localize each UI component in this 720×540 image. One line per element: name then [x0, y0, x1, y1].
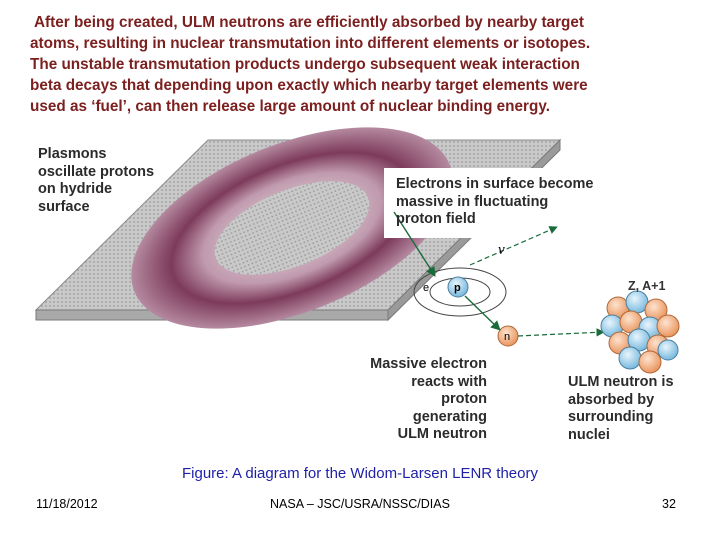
footer-org: NASA – JSC/USRA/NSSC/DIAS [270, 497, 450, 511]
intro-line: used as ‘fuel’, can then release large a… [30, 98, 550, 115]
electron-proton-pair [413, 267, 507, 317]
process-arrows [393, 211, 605, 337]
massive-electron-line: proton [441, 391, 487, 407]
ulm-absorbed-line: absorbed by [568, 391, 655, 408]
ulm-absorbed-line: nuclei [568, 426, 610, 443]
intro-paragraph: After being created, ULM neutrons are ef… [30, 12, 700, 117]
electron-symbol: e [423, 282, 429, 294]
ulm-absorbed-label: ULM neutron is absorbed by surrounding n… [568, 374, 674, 444]
plasmon-ring [131, 127, 453, 329]
footer-page-number: 32 [662, 497, 676, 511]
ulm-absorbed-line: ULM neutron is [568, 374, 674, 390]
plasmons-line: surface [38, 198, 90, 215]
plasmons-line: oscillate protons [38, 163, 155, 180]
electrons-label-box [384, 168, 580, 238]
figure-caption: Figure: A diagram for the Widom-Larsen L… [182, 465, 538, 482]
footer-date: 11/18/2012 [36, 497, 98, 511]
intro-line: atoms, resulting in nuclear transmutatio… [30, 35, 591, 52]
intro-line: beta decays that depending upon exactly … [30, 77, 588, 94]
plasmons-line: on hydride [38, 181, 113, 197]
electrons-line: massive in fluctuating [396, 193, 549, 210]
electrons-line: proton field [396, 211, 476, 227]
nucleus-label: Z, A+1 [628, 279, 665, 293]
massive-electron-line: generating [412, 408, 487, 425]
massive-electron-line: reacts with [411, 373, 487, 390]
ulm-absorbed-line: surrounding [568, 409, 654, 425]
plasmons-line: Plasmons [38, 146, 107, 162]
neutron-symbol: n [504, 331, 510, 343]
intro-line: After being created, ULM neutrons are ef… [34, 14, 584, 31]
neutrino-symbol: ν [498, 242, 505, 258]
massive-electron-line: Massive electron [370, 356, 487, 372]
target-nucleus [600, 290, 680, 374]
electrons-label: Electrons in surface become massive in f… [396, 176, 593, 229]
plasmons-label: Plasmons oscillate protons on hydride su… [38, 146, 154, 216]
proton-icon [447, 276, 469, 298]
proton-symbol: p [454, 282, 461, 294]
massive-electron-line: ULM neutron [397, 426, 487, 442]
electrons-line: Electrons in surface become [396, 176, 594, 192]
intro-line: The unstable transmutation products unde… [30, 56, 580, 73]
massive-electron-label: Massive electron reacts with proton gene… [330, 356, 487, 444]
